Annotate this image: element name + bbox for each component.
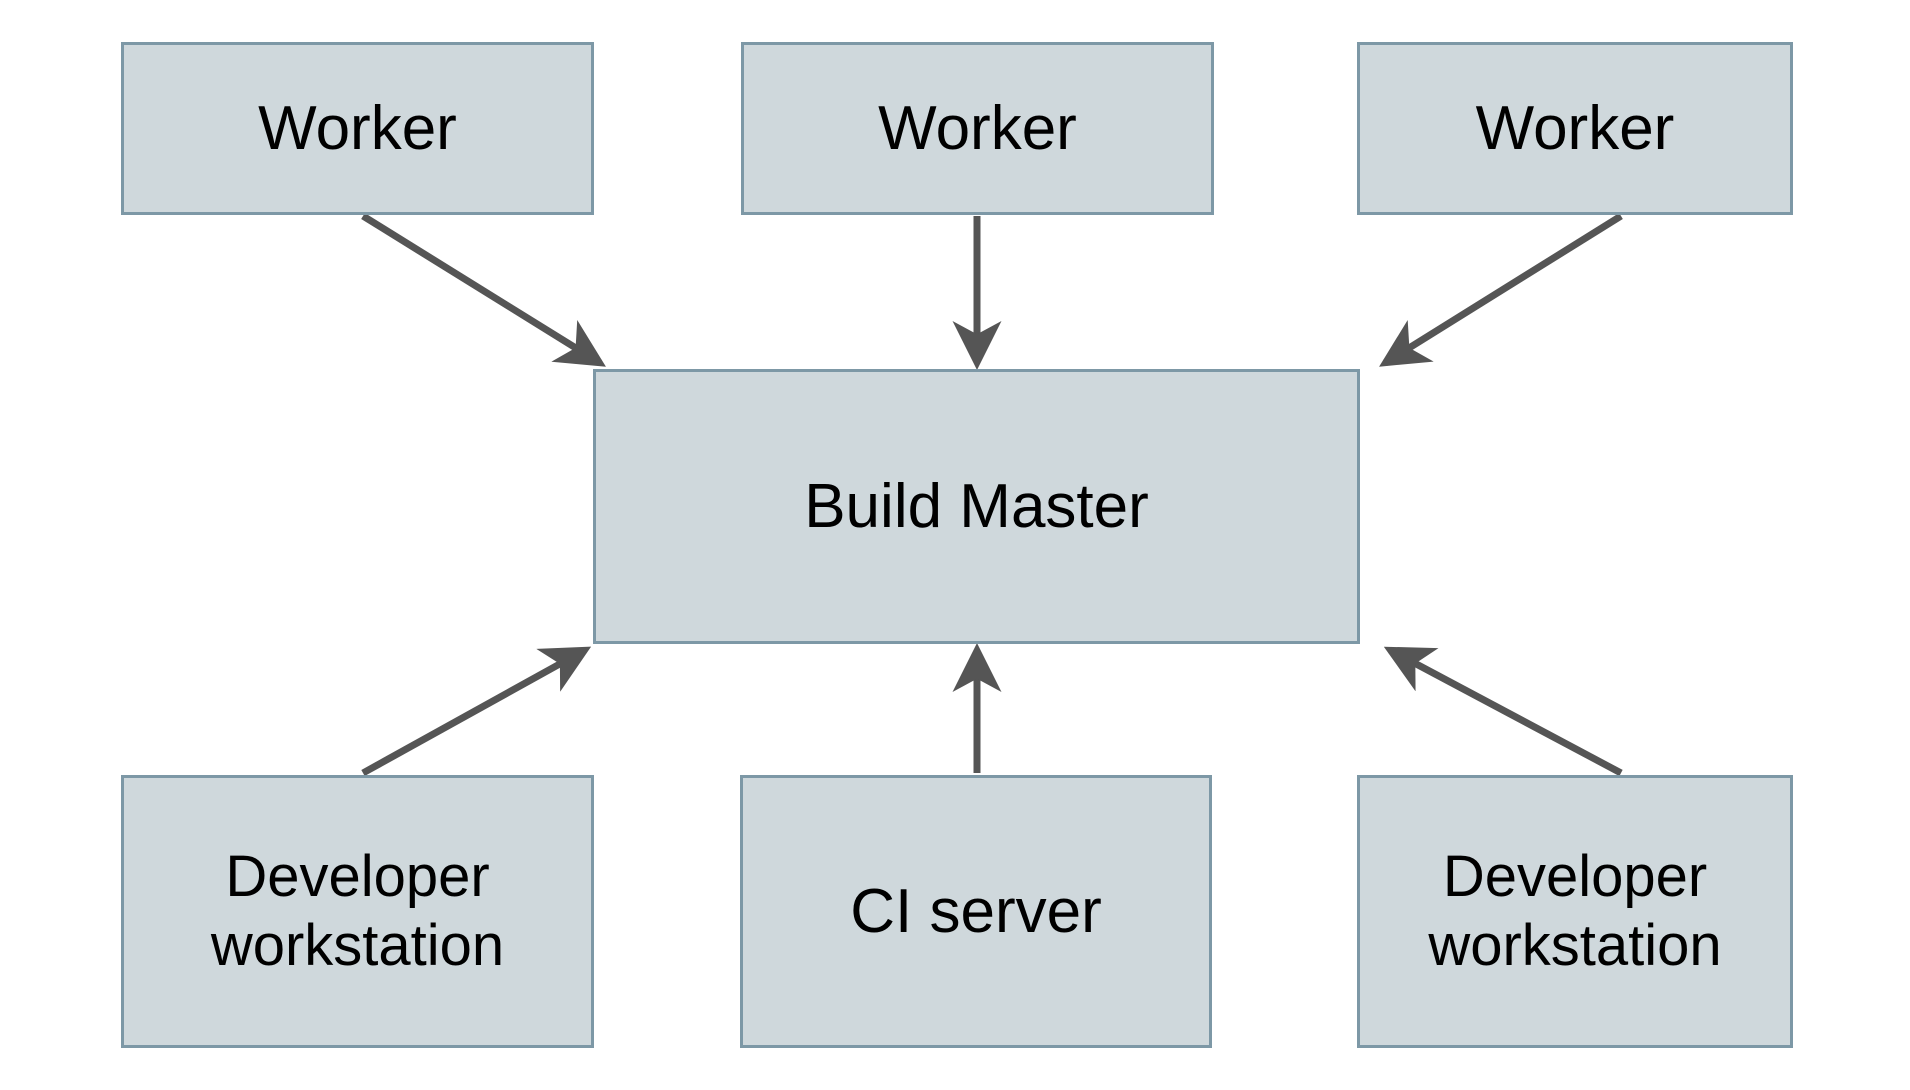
node-label-ci-server: CI server	[850, 876, 1102, 946]
node-label-worker-2: Worker	[878, 93, 1077, 163]
node-label-worker-1: Worker	[258, 93, 457, 163]
node-label-developer-workstation-left: Developer workstation	[210, 844, 505, 978]
node-worker-1[interactable]: Worker	[121, 42, 594, 215]
edge-developer-workstation-right-to-build-master	[1383, 646, 1623, 777]
node-label-build-master: Build Master	[804, 471, 1149, 541]
node-build-master[interactable]: Build Master	[593, 369, 1360, 644]
edge-worker-1-to-build-master	[361, 213, 606, 367]
node-developer-workstation-left[interactable]: Developer workstation	[121, 775, 594, 1048]
edge-developer-workstation-left-to-build-master	[361, 646, 592, 777]
node-ci-server[interactable]: CI server	[740, 775, 1212, 1048]
node-worker-3[interactable]: Worker	[1357, 42, 1793, 215]
edge-worker-3-to-build-master	[1379, 213, 1623, 367]
node-label-worker-3: Worker	[1475, 93, 1675, 163]
node-label-developer-workstation-right: Developer workstation	[1428, 844, 1722, 978]
node-worker-2[interactable]: Worker	[741, 42, 1214, 215]
node-developer-workstation-right[interactable]: Developer workstation	[1357, 775, 1793, 1048]
